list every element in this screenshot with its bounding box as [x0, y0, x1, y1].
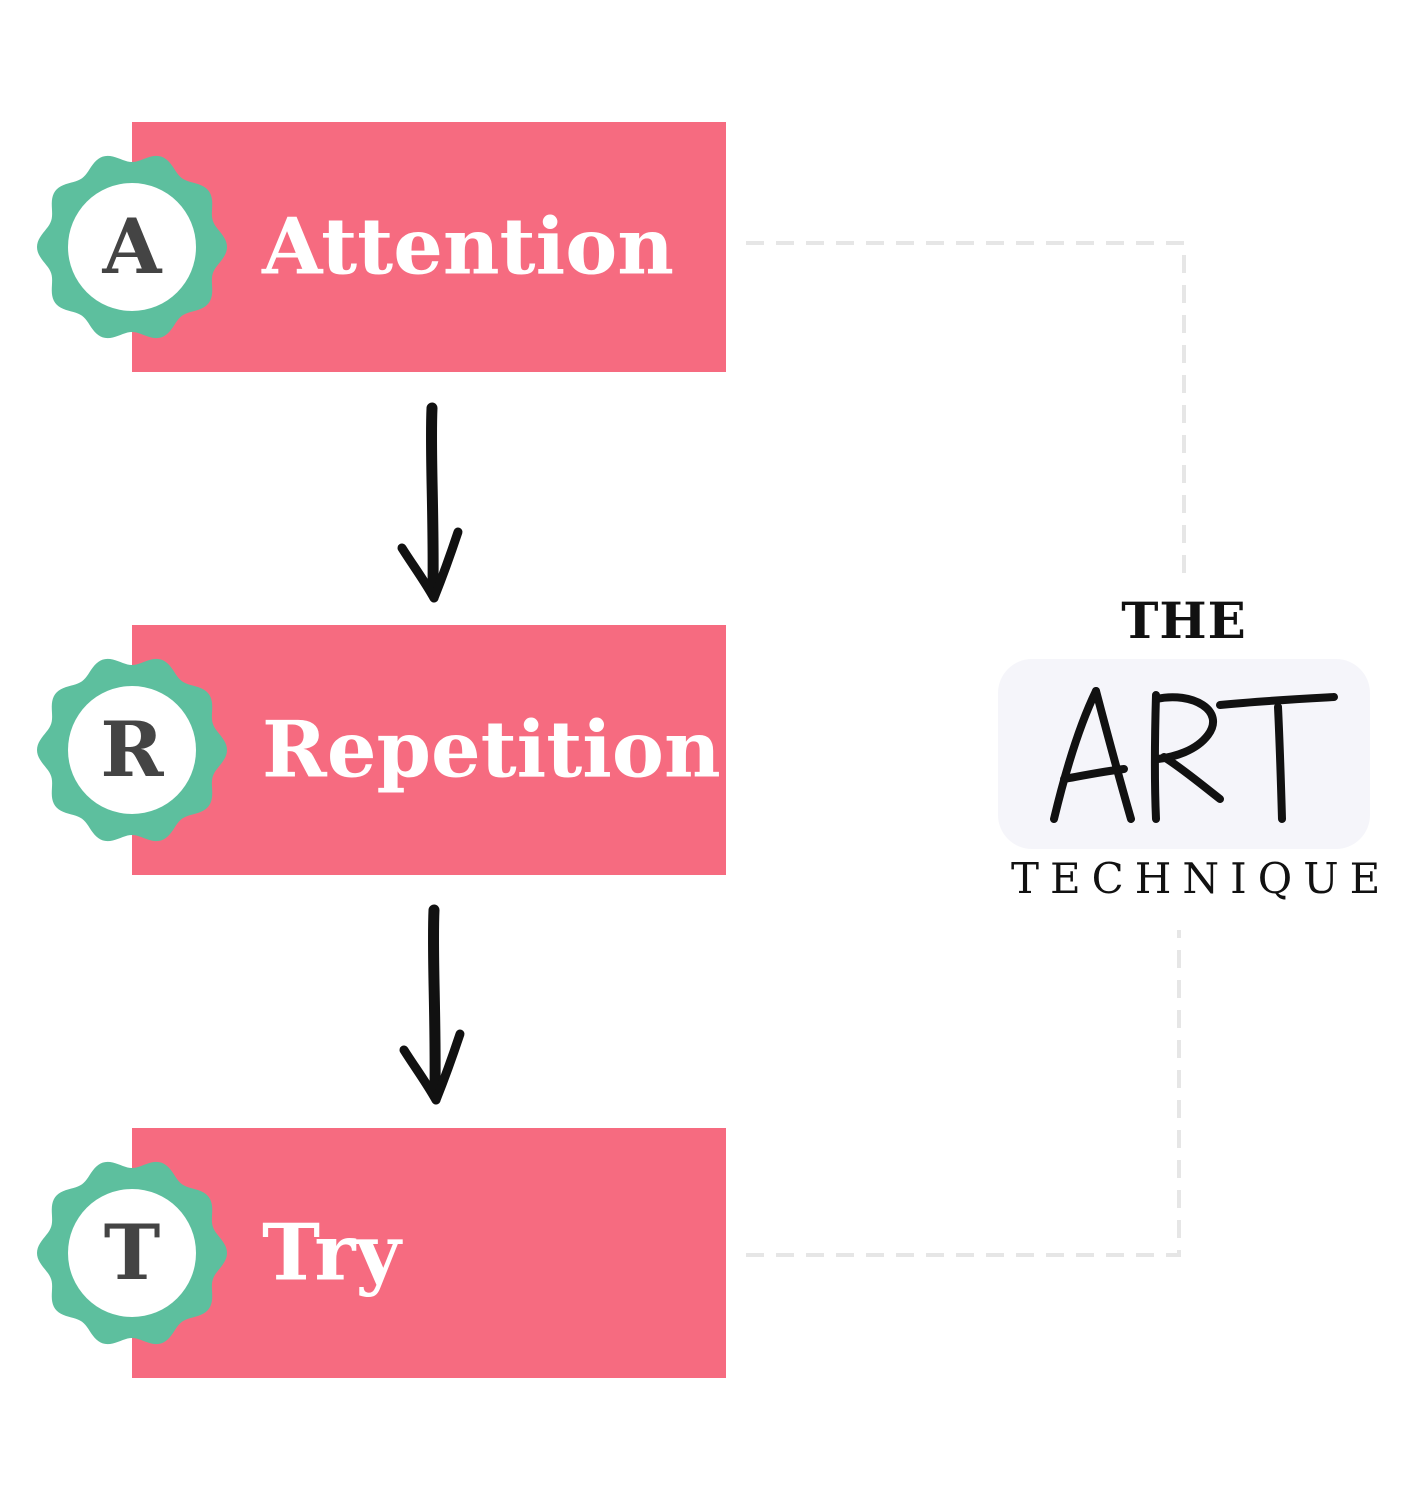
badge-inner-circle: [68, 1189, 196, 1317]
step-label: Attention: [262, 201, 674, 293]
badge-inner-circle: [68, 183, 196, 311]
badge-ring-icon: [37, 1161, 227, 1345]
badge-inner-circle: [68, 686, 196, 814]
step-badge-a: A: [36, 151, 228, 343]
badge-ring-icon: [37, 155, 227, 339]
badge-letter: A: [102, 202, 162, 291]
step-label: Repetition: [262, 704, 721, 796]
step-box-attention: Attention: [132, 122, 726, 372]
badge-letter: R: [100, 705, 164, 794]
down-arrow-icon: [399, 904, 465, 1105]
logo-the-text: THE: [1121, 591, 1247, 650]
logo-art-wordmark: [1050, 687, 1338, 823]
step-badge-t: T: [36, 1157, 228, 1349]
badge-letter: T: [103, 1208, 161, 1297]
logo-card: [998, 659, 1370, 849]
step-box-try: Try: [132, 1128, 726, 1378]
down-arrow-icon: [397, 402, 463, 603]
logo-technique-text: TECHNIQUE: [1011, 854, 1392, 903]
step-badge-r: R: [36, 654, 228, 846]
step-box-repetition: Repetition: [132, 625, 726, 875]
step-label: Try: [262, 1207, 401, 1299]
badge-ring-icon: [37, 658, 227, 842]
